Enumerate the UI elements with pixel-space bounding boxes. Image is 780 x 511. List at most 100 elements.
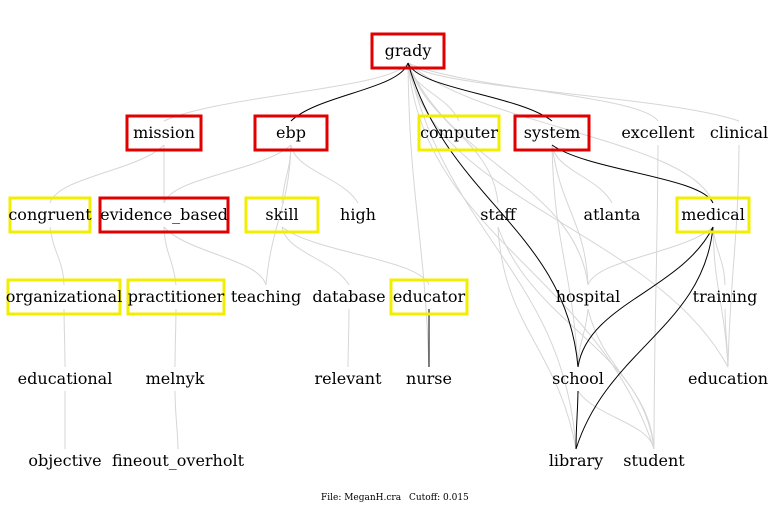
node-label-school: school bbox=[552, 369, 604, 388]
node-box-computer bbox=[417, 114, 501, 152]
node-label-clinical: clinical bbox=[710, 123, 768, 142]
node-medical[interactable]: medical bbox=[675, 196, 751, 234]
node-label-staff: staff bbox=[480, 205, 517, 224]
node-label-evidence_based: evidence_based bbox=[100, 205, 228, 224]
node-label-mission: mission bbox=[133, 123, 195, 142]
edge-staff-library bbox=[497, 226, 577, 450]
node-label-congruent: congruent bbox=[8, 205, 92, 224]
edge-grady-system bbox=[407, 62, 553, 122]
node-high[interactable]: high bbox=[340, 205, 376, 224]
node-training[interactable]: training bbox=[693, 287, 758, 306]
node-label-skill: skill bbox=[265, 205, 298, 224]
edge-ebp-evidence_based bbox=[163, 144, 292, 204]
edge-grady-school bbox=[407, 62, 579, 368]
edge-grady-staff bbox=[407, 62, 499, 204]
edge-mission-congruent bbox=[49, 144, 165, 204]
edge-congruent-organizational bbox=[49, 226, 65, 286]
edge-layer-dark bbox=[290, 62, 714, 450]
node-ebp[interactable]: ebp bbox=[253, 114, 329, 152]
node-box-medical bbox=[675, 196, 751, 234]
node-label-relevant: relevant bbox=[314, 369, 382, 388]
node-education[interactable]: education bbox=[688, 369, 768, 388]
node-box-practitioner bbox=[126, 278, 226, 316]
edge-ebp-high bbox=[290, 144, 359, 204]
edge-practitioner-melnyk bbox=[174, 308, 177, 368]
node-box-skill bbox=[244, 196, 320, 234]
node-excellent[interactable]: excellent bbox=[621, 123, 695, 142]
node-congruent[interactable]: congruent bbox=[8, 196, 92, 234]
edge-ebp-skill bbox=[281, 144, 292, 204]
node-mission[interactable]: mission bbox=[125, 114, 203, 152]
node-box-grady bbox=[370, 32, 446, 70]
node-label-organizational: organizational bbox=[6, 287, 123, 306]
edge-system-atlanta bbox=[551, 144, 613, 204]
node-label-database: database bbox=[312, 287, 385, 306]
node-label-system: system bbox=[524, 123, 581, 142]
node-skill[interactable]: skill bbox=[244, 196, 320, 234]
node-box-system bbox=[513, 114, 591, 152]
node-practitioner[interactable]: practitioner bbox=[126, 278, 226, 316]
node-staff[interactable]: staff bbox=[480, 205, 517, 224]
node-label-education: education bbox=[688, 369, 768, 388]
node-label-educator: educator bbox=[393, 287, 466, 306]
edge-grady-hospital bbox=[407, 62, 589, 286]
edge-training-education bbox=[724, 308, 729, 368]
node-label-high: high bbox=[340, 205, 376, 224]
node-nurse[interactable]: nurse bbox=[406, 369, 452, 388]
node-label-grady: grady bbox=[385, 41, 432, 60]
node-clinical[interactable]: clinical bbox=[710, 123, 768, 142]
node-school[interactable]: school bbox=[552, 369, 604, 388]
edge-medical-hospital bbox=[587, 226, 714, 286]
node-label-objective: objective bbox=[28, 451, 101, 470]
edge-school-library bbox=[575, 390, 579, 450]
node-label-atlanta: atlanta bbox=[584, 205, 641, 224]
node-label-educational: educational bbox=[18, 369, 113, 388]
node-label-teaching: teaching bbox=[231, 287, 301, 306]
node-evidence_based[interactable]: evidence_based bbox=[98, 196, 230, 234]
edge-system-school bbox=[551, 144, 579, 368]
node-atlanta[interactable]: atlanta bbox=[584, 205, 641, 224]
node-student[interactable]: student bbox=[623, 451, 685, 470]
edge-melnyk-fineout_overholt bbox=[174, 390, 179, 450]
edge-system-hospital bbox=[551, 144, 589, 286]
edge-grady-library bbox=[407, 62, 577, 450]
edge-grady-clinical bbox=[407, 62, 740, 122]
node-label-medical: medical bbox=[681, 205, 745, 224]
edge-grady-medical bbox=[407, 62, 714, 204]
node-label-practitioner: practitioner bbox=[128, 287, 225, 306]
edge-organizational-educational bbox=[63, 308, 66, 368]
node-grady[interactable]: grady bbox=[370, 32, 446, 70]
node-label-hospital: hospital bbox=[556, 287, 621, 306]
node-label-ebp: ebp bbox=[276, 123, 306, 142]
node-educational[interactable]: educational bbox=[18, 369, 113, 388]
edge-layer-light bbox=[49, 62, 740, 450]
node-system[interactable]: system bbox=[513, 114, 591, 152]
edge-grady-ebp bbox=[290, 62, 409, 122]
edge-evidence_based-teaching bbox=[163, 226, 267, 286]
node-hospital[interactable]: hospital bbox=[556, 287, 621, 306]
node-box-evidence_based bbox=[98, 196, 230, 234]
node-relevant[interactable]: relevant bbox=[314, 369, 382, 388]
node-layer: grady mission ebp computer system excellent cl… bbox=[6, 32, 768, 470]
node-box-mission bbox=[125, 114, 203, 152]
node-box-congruent bbox=[8, 196, 92, 234]
node-library[interactable]: library bbox=[549, 451, 603, 470]
node-label-student: student bbox=[623, 451, 685, 470]
edge-system-medical bbox=[551, 144, 714, 204]
node-objective[interactable]: objective bbox=[28, 451, 101, 470]
footer-file: File: MeganH.cra bbox=[321, 493, 402, 503]
node-melnyk[interactable]: melnyk bbox=[146, 369, 205, 388]
node-teaching[interactable]: teaching bbox=[231, 287, 301, 306]
node-educator[interactable]: educator bbox=[389, 278, 469, 316]
node-computer[interactable]: computer bbox=[417, 114, 501, 152]
edge-medical-school bbox=[577, 226, 714, 368]
node-label-excellent: excellent bbox=[621, 123, 695, 142]
node-label-nurse: nurse bbox=[406, 369, 452, 388]
node-database[interactable]: database bbox=[312, 287, 385, 306]
node-organizational[interactable]: organizational bbox=[6, 278, 123, 316]
edge-database-relevant bbox=[347, 308, 350, 368]
node-label-fineout_overholt: fineout_overholt bbox=[112, 451, 245, 470]
edge-grady-mission bbox=[163, 62, 409, 122]
node-fineout_overholt[interactable]: fineout_overholt bbox=[112, 451, 245, 470]
